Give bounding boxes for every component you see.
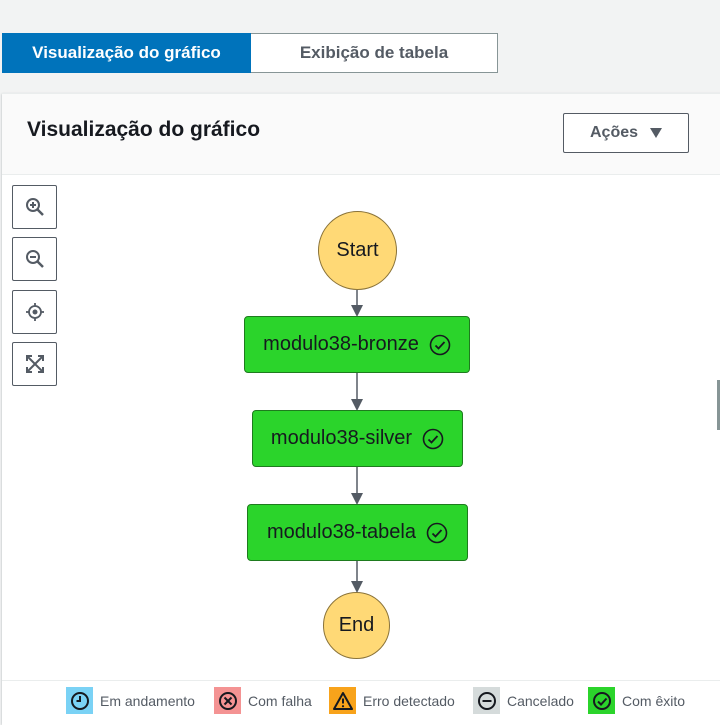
legend-label: Erro detectado xyxy=(363,692,455,709)
fit-button[interactable] xyxy=(12,342,57,386)
zoom-in-icon xyxy=(25,198,44,216)
legend-item-succeeded: Com êxito xyxy=(588,687,685,714)
check-circle-icon xyxy=(426,522,448,543)
legend-label: Com falha xyxy=(248,692,312,709)
start-label: Start xyxy=(336,239,379,261)
legend-item-in-progress: Em andamento xyxy=(66,687,195,714)
graph-panel: Visualização do gráfico Ações xyxy=(2,93,720,725)
tab-table-view[interactable]: Exibição de tabela xyxy=(251,33,498,73)
step-node-tabela[interactable]: modulo38-tabela xyxy=(247,504,468,561)
caret-down-icon xyxy=(650,128,663,138)
legend-item-cancelled: Cancelado xyxy=(473,687,574,714)
center-icon xyxy=(25,303,44,321)
legend-label: Em andamento xyxy=(100,692,195,709)
zoom-out-button[interactable] xyxy=(12,237,57,281)
warning-icon xyxy=(329,687,356,714)
zoom-out-icon xyxy=(25,250,44,268)
step-label: modulo38-silver xyxy=(270,427,413,449)
end-node[interactable]: End xyxy=(323,592,390,659)
step-label: modulo38-tabela xyxy=(267,521,416,543)
actions-label: Ações xyxy=(589,124,639,141)
legend-label: Com êxito xyxy=(622,692,686,709)
center-button[interactable] xyxy=(12,290,57,334)
actions-button[interactable]: Ações xyxy=(563,113,689,153)
start-node[interactable]: Start xyxy=(318,211,397,290)
step-label: modulo38-bronze xyxy=(263,333,419,355)
tab-graph-view[interactable]: Visualização do gráfico xyxy=(2,33,251,73)
graph-edges xyxy=(351,290,363,593)
scrollbar-handle[interactable] xyxy=(717,380,720,430)
status-legend: Em andamento Com falha Erro detectado xyxy=(2,680,720,725)
view-tabs: Visualização do gráfico Exibição de tabe… xyxy=(2,33,498,73)
legend-label: Cancelado xyxy=(507,692,574,709)
zoom-in-button[interactable] xyxy=(12,185,57,229)
step-node-silver[interactable]: modulo38-silver xyxy=(252,410,463,467)
check-circle-icon xyxy=(429,334,451,355)
panel-title: Visualização do gráfico xyxy=(27,118,261,141)
check-circle-icon xyxy=(588,687,615,714)
panel-header: Visualização do gráfico Ações xyxy=(2,94,720,175)
legend-item-caught-error: Erro detectado xyxy=(329,687,455,714)
x-circle-icon xyxy=(214,687,241,714)
step-node-bronze[interactable]: modulo38-bronze xyxy=(244,316,470,373)
check-circle-icon xyxy=(422,428,444,449)
clock-icon xyxy=(66,687,93,714)
minus-circle-icon xyxy=(473,687,500,714)
end-label: End xyxy=(338,614,375,636)
legend-item-failed: Com falha xyxy=(214,687,312,714)
fit-icon xyxy=(25,355,44,373)
